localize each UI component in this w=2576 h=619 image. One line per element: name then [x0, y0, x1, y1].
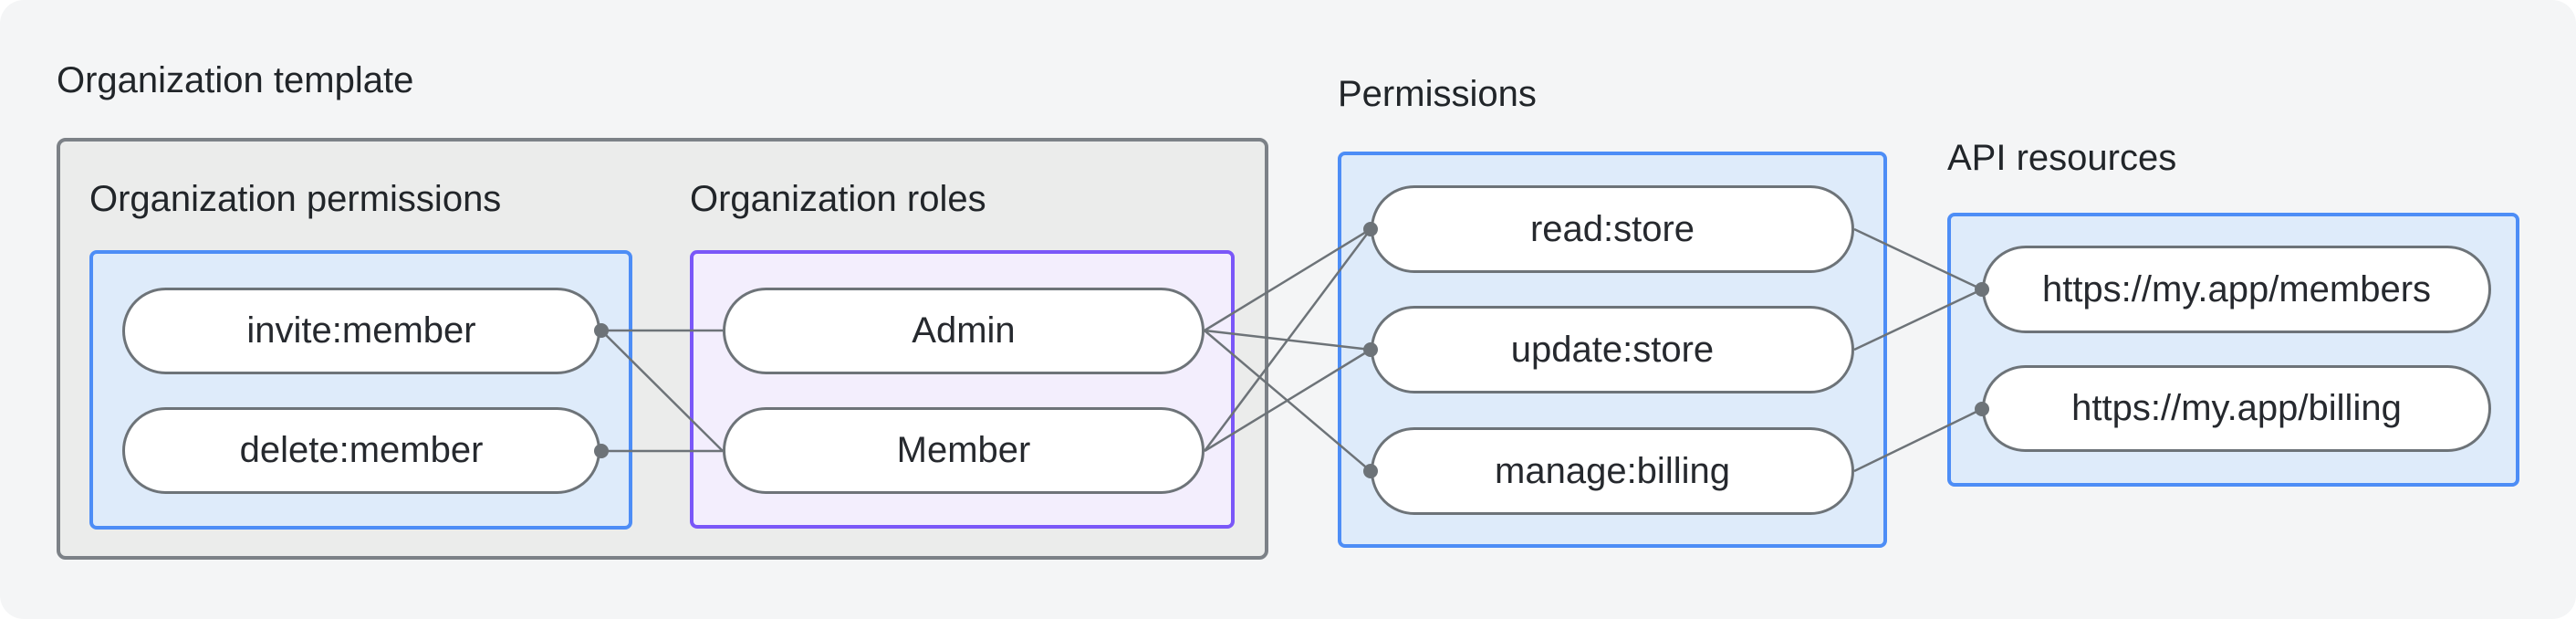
org-permissions-label: Organization permissions: [89, 179, 502, 219]
org-roles-label: Organization roles: [690, 179, 986, 219]
node-admin-role: Admin: [723, 288, 1205, 374]
permissions-label: Permissions: [1338, 74, 1537, 114]
node-manage-billing: manage:billing: [1371, 427, 1854, 515]
node-member-role: Member: [723, 407, 1205, 494]
node-read-store: read:store: [1371, 185, 1854, 273]
node-invite-member: invite:member: [122, 288, 600, 374]
node-delete-member: delete:member: [122, 407, 600, 494]
node-api-members: https://my.app/members: [1982, 246, 2491, 333]
org-template-label: Organization template: [57, 60, 414, 100]
node-update-store: update:store: [1371, 306, 1854, 393]
api-resources-label: API resources: [1947, 138, 2177, 178]
node-api-billing: https://my.app/billing: [1982, 365, 2491, 452]
